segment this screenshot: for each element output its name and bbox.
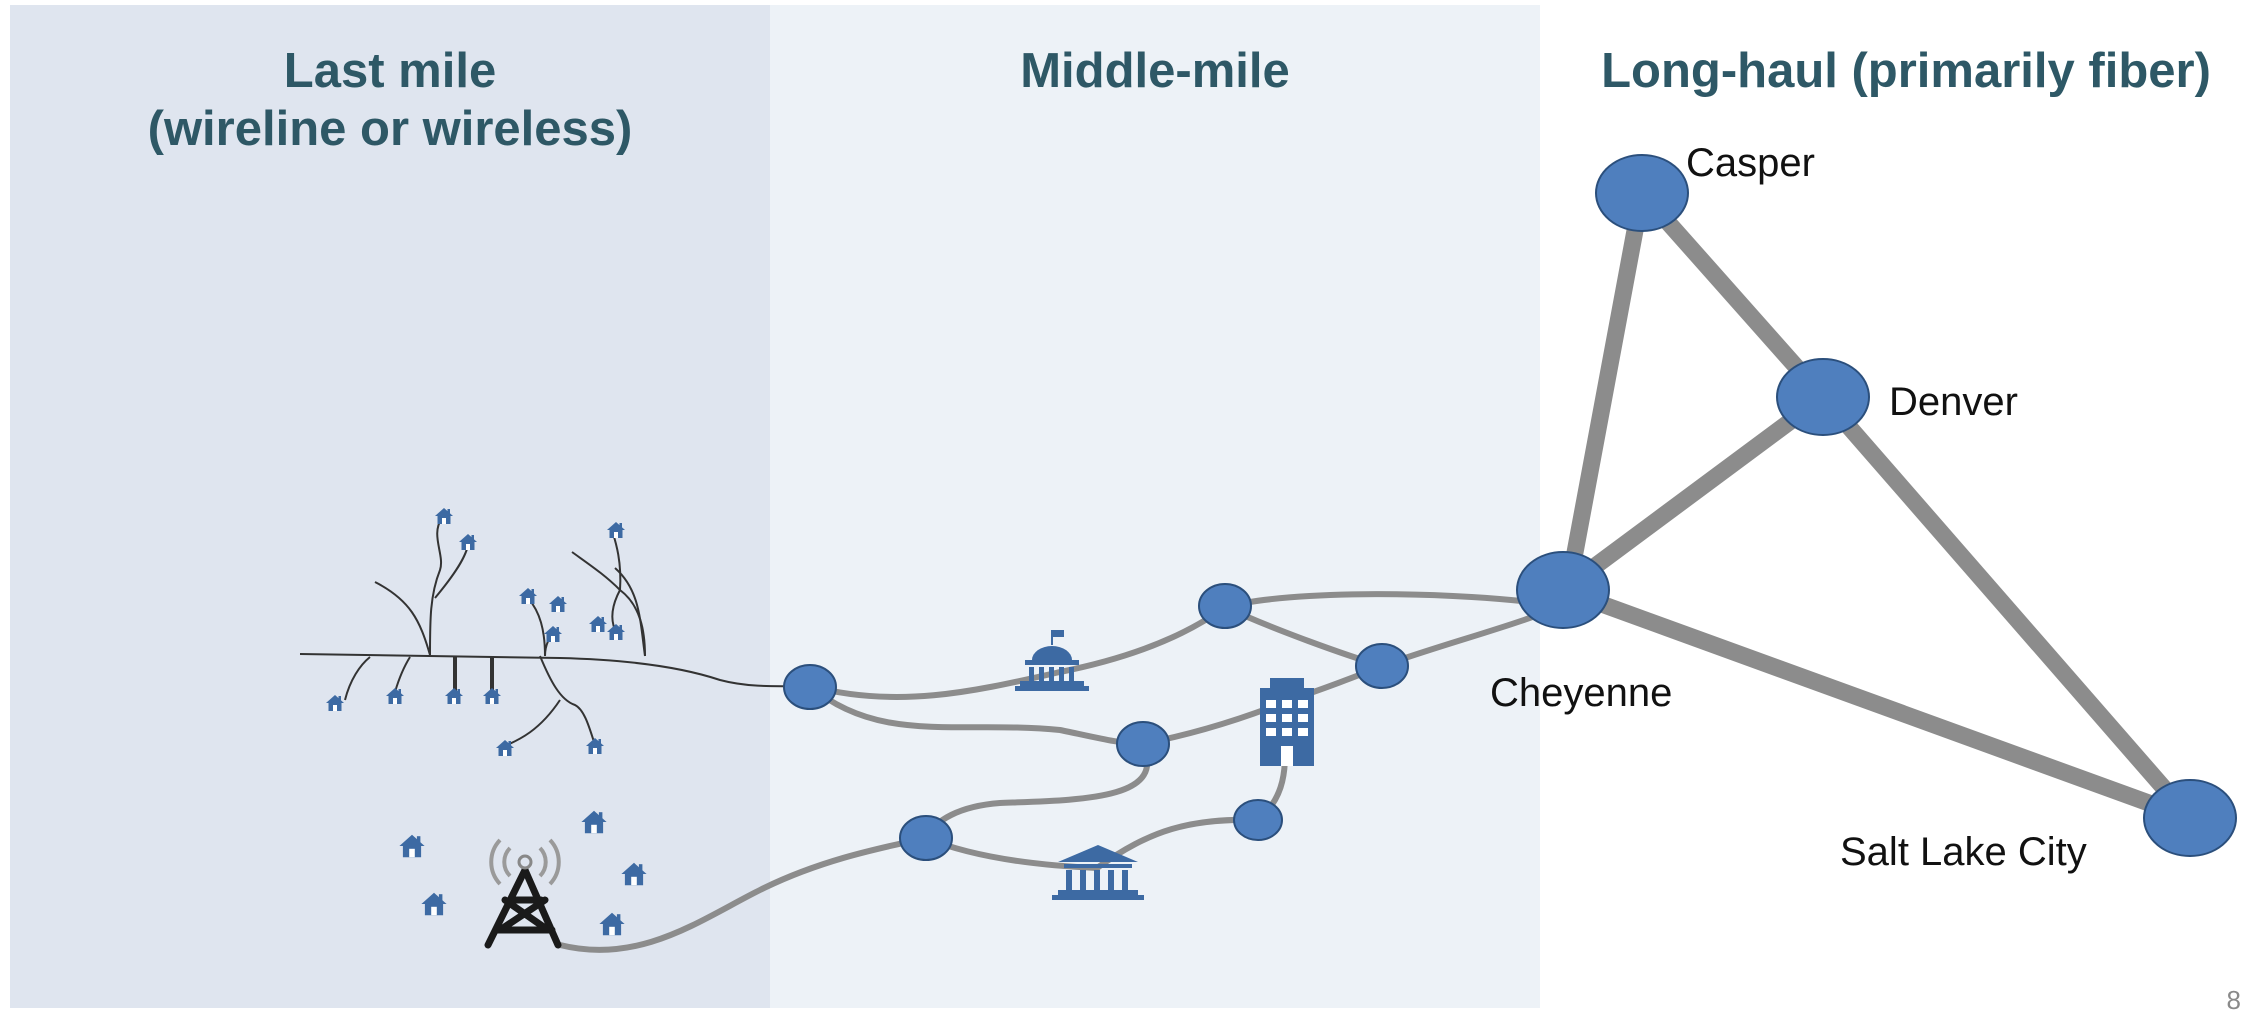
last-mile-title-line2: (wireline or wireless) <box>147 102 633 156</box>
office-building-icon <box>1260 678 1314 766</box>
link-m1-m2 <box>807 604 1228 700</box>
denver-node <box>1776 358 1870 436</box>
link-casper-denver <box>1633 184 1832 406</box>
middle-mile-node <box>1198 583 1252 629</box>
link-m4-m5 <box>923 741 1151 841</box>
page-number: 8 <box>2226 985 2241 1015</box>
last-mile-panel <box>10 5 770 1008</box>
link-m1-m4 <box>807 683 1145 747</box>
house-icon <box>599 912 625 936</box>
link-tower-m5 <box>557 835 929 953</box>
middle-mile-node <box>1355 643 1409 689</box>
cell-tower-icon <box>484 838 562 949</box>
house-icon <box>326 695 344 711</box>
middle-mile-node <box>1116 721 1170 767</box>
link-denver-cheyenne <box>1554 388 1832 599</box>
house-icon <box>589 616 607 632</box>
middle-mile-node <box>899 815 953 861</box>
house-icon <box>519 588 537 604</box>
salt-lake-city-node <box>2143 779 2237 857</box>
long-haul-links <box>1554 184 2199 827</box>
house-icon <box>386 688 404 704</box>
house-icon <box>399 834 425 858</box>
denver-label: Denver <box>1889 380 2018 424</box>
middle-mile-heading: Middle-mile <box>1020 44 1290 98</box>
house-icon <box>445 688 463 704</box>
salt-lake-city-label: Salt Lake City <box>1840 830 2087 874</box>
house-icon <box>586 738 604 754</box>
cheyenne-label: Cheyenne <box>1490 671 1672 715</box>
house-icon <box>607 624 625 640</box>
government-building-icon <box>1015 630 1089 691</box>
middle-mile-node <box>1233 799 1283 841</box>
house-icon <box>544 626 562 642</box>
casper-node <box>1595 154 1689 232</box>
link-casper-cheyenne <box>1559 184 1651 599</box>
city-nodes <box>1516 154 2237 857</box>
house-icon <box>549 596 567 612</box>
house-icon <box>607 522 625 538</box>
middle-mile-node <box>783 664 837 710</box>
last-mile-title-line1: Last mile <box>283 44 497 98</box>
house-icon <box>435 508 453 524</box>
house-icon <box>421 892 447 916</box>
house-icon <box>621 862 647 886</box>
cheyenne-node <box>1516 551 1610 629</box>
long-haul-heading: Long-haul (primarily fiber) <box>1601 44 2211 98</box>
casper-label: Casper <box>1686 141 1815 185</box>
house-icon <box>459 534 477 550</box>
link-m2-cheyenne <box>1222 591 1566 610</box>
school-icon <box>1052 845 1144 900</box>
middle-mile-panel <box>770 5 1540 1008</box>
house-icon <box>581 810 607 834</box>
trunk-line <box>299 653 811 688</box>
link-cheyenne-salt-lake-city <box>1554 581 2199 827</box>
link-denver-salt-lake-city <box>1814 388 2199 827</box>
house-icon <box>483 688 501 704</box>
middle-mile-nodes <box>783 583 1409 861</box>
wireline-houses <box>326 508 625 756</box>
last-mile-heading: Last mile (wireline or wireless) <box>10 42 770 158</box>
